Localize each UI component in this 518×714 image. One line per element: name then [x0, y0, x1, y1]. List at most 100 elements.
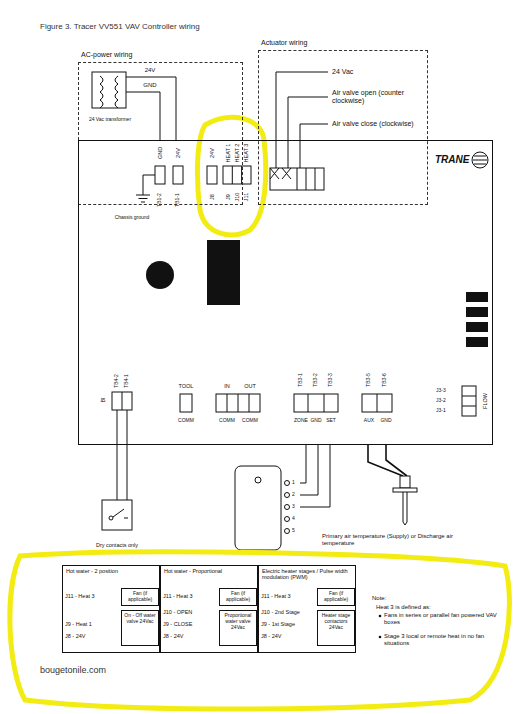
pin-name: J8 - 24V [261, 633, 281, 639]
terminal-block [294, 394, 338, 412]
terminal-divider [232, 166, 241, 184]
device-caption: Dry contacts only [96, 542, 138, 548]
terminal-divider [308, 394, 324, 412]
terminal-block [223, 166, 251, 184]
figure-title: Figure 3. Tracer VV551 VAV Controller wi… [40, 22, 200, 31]
signal-name: HEAT 2 [234, 144, 240, 163]
sensor-terminal [285, 529, 290, 534]
probe-flange [393, 488, 417, 492]
signal-name: TB3-2 [313, 373, 319, 387]
region-heading: Actuator wiring [261, 39, 307, 47]
probe-rod [403, 492, 407, 525]
wire-caption: 24 Vac [332, 68, 353, 76]
part-caption: 24 Vac transformer [89, 117, 131, 123]
table-heading: Hot water - Proportional [164, 568, 254, 574]
zone-sensor [235, 466, 281, 550]
table-heading: Electric heater stages / Pulse width mod… [262, 568, 352, 581]
device-box: Proportional water valve 24Vac [219, 610, 257, 646]
signal-name: 24V [145, 67, 156, 74]
actuator-terminals [270, 168, 315, 190]
board-led [466, 292, 488, 302]
device-box: Fan (if applicable) [219, 588, 257, 606]
signal-name: BI [100, 397, 106, 402]
device-label: Fan (if applicable) [124, 591, 156, 603]
pin-name: J8 - 24V [163, 633, 183, 639]
signal-name: J9 [225, 194, 231, 200]
signal-name: 24V [209, 148, 215, 158]
signal-name: HEAT 1 [225, 144, 231, 163]
signal-name: 24V [175, 148, 181, 158]
signal-name: COMM [242, 418, 258, 424]
device-label: On - Off water valve 24Vac [124, 613, 156, 625]
signal-name: FLOW [482, 393, 488, 409]
signal-name: J3-2 [436, 398, 446, 404]
wiring-table-cell: Hot water - 2 positionFan (if applicable… [62, 565, 160, 653]
pin-name: J11 - Heat 3 [163, 593, 193, 599]
terminal-number: 4 [292, 516, 295, 522]
terminal-number: 1 [292, 480, 295, 486]
pin-name: J10 - 2nd Stage [261, 609, 300, 615]
actuator-terminal-block [270, 168, 324, 190]
signal-name: AUX [364, 418, 374, 424]
device-label: Fan (if applicable) [320, 591, 352, 603]
terminal [207, 166, 217, 184]
brand-logo: TRANE [435, 154, 469, 166]
switch-contact [109, 516, 113, 520]
signal-name: GND [143, 82, 156, 89]
signal-name: J3-3 [436, 388, 446, 394]
table-heading: Hot water - 2 position [66, 568, 156, 574]
note-text: Stage 3 local or remote heat in no fan s… [384, 633, 502, 647]
wire-caption: Air valve close (clockwise) [332, 120, 422, 128]
terminal-divider [462, 396, 476, 406]
terminal-block [362, 394, 392, 412]
switch-symbol [113, 509, 128, 518]
terminal [180, 394, 192, 412]
terminal [155, 166, 165, 184]
signal-name: J10 [234, 193, 240, 202]
sensor-terminal [285, 505, 290, 510]
pin-name: J9 - CLOSE [163, 621, 192, 627]
terminal-divider [227, 394, 249, 412]
signal-name: J11 [243, 193, 249, 201]
device-box: On - Off water valve 24Vac [121, 610, 159, 646]
signal-name: TB4-2 [114, 374, 120, 388]
watermark: bougetonile.com [40, 665, 106, 675]
device-box: Fan (if applicable) [121, 588, 159, 606]
signal-name: TB1-1 [175, 193, 181, 207]
signal-name: IN [224, 383, 230, 389]
terminal-block [216, 394, 260, 412]
trane-logo [472, 152, 488, 168]
power-wire [126, 77, 176, 140]
pin-name: J9 - 1st Stage [261, 621, 295, 627]
part-caption: Chassis ground [115, 215, 150, 221]
wiring-region: AC-power wiring [78, 62, 243, 205]
controller-board: TRANE [78, 140, 493, 445]
trane-logo-stripes [473, 156, 487, 164]
board-component [146, 261, 174, 289]
board-led [466, 322, 488, 332]
transformer-coil [100, 76, 118, 108]
signal-name: TB3-1 [298, 373, 304, 387]
highlight-mark [197, 117, 265, 235]
dry-contact-box [102, 500, 132, 530]
signal-name: TOOL [179, 383, 194, 389]
actuator-wire [276, 72, 328, 168]
signal-name: TB4-1 [124, 374, 130, 388]
probe-wire [368, 445, 407, 476]
signal-name: HEAT 3 [243, 144, 249, 163]
note-text: Note: [372, 595, 386, 602]
wire-caption: Air valve open (counter clockwise) [332, 89, 422, 105]
signal-name: OUT [244, 383, 256, 389]
highlight-mark [10, 552, 510, 709]
sensor-wire [300, 445, 330, 507]
device-label: Heater stage contactors 24Vac [320, 613, 352, 630]
signal-name: COMM [178, 418, 194, 424]
terminal-number: 3 [292, 504, 295, 510]
pin-name: J11 - Heat 3 [65, 593, 95, 599]
pin-name: J10 - OPEN [163, 609, 192, 615]
device-box: Fan (if applicable) [317, 588, 355, 606]
bullet [379, 615, 382, 618]
sensor-button [255, 477, 261, 483]
signal-name: J8 [209, 194, 215, 200]
signal-name: GND [157, 147, 163, 159]
